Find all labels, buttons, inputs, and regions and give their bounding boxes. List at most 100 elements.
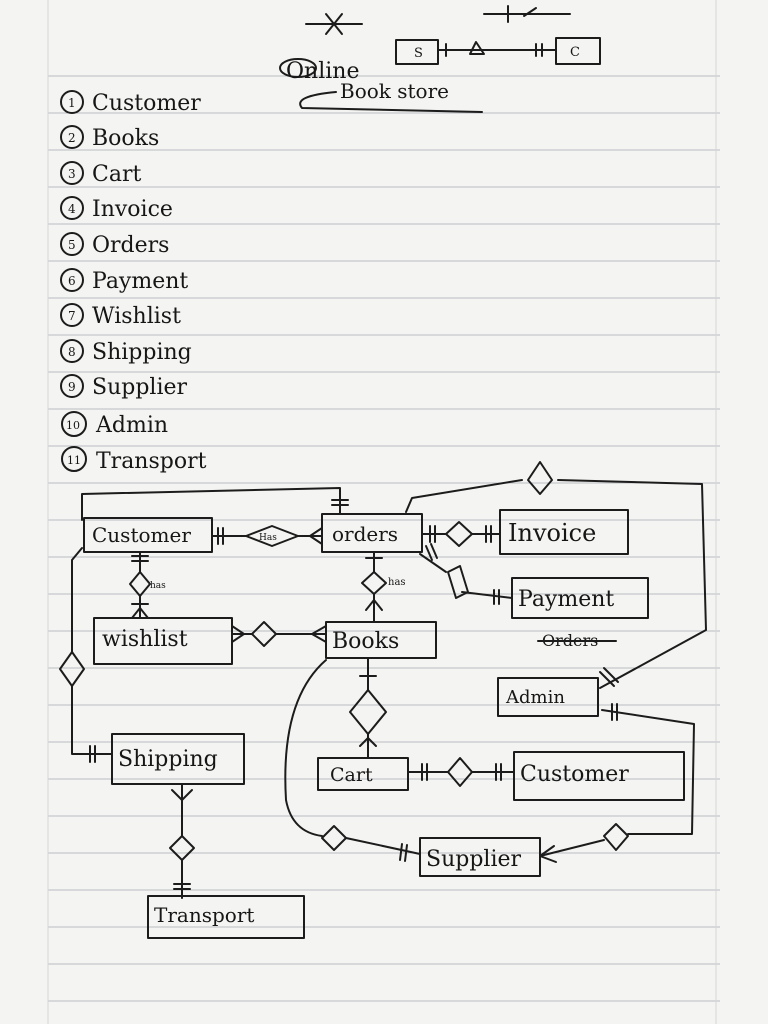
list-item-label: Invoice: [92, 197, 173, 222]
relationship-diamond: [169, 835, 195, 861]
notation-s: S: [414, 46, 423, 61]
list-item: 5 Orders: [60, 232, 169, 258]
number-badge: [60, 303, 84, 327]
list-item: 7 Wishlist: [60, 303, 181, 329]
entity-label: Admin: [505, 687, 565, 708]
relationship-has-diamond: [245, 525, 299, 547]
entity-label: Shipping: [118, 747, 218, 772]
entity-cart: Cart: [317, 757, 409, 791]
relationship-diamond: [129, 571, 151, 597]
list-item-label: Payment: [92, 269, 188, 294]
svg-text:3: 3: [68, 167, 76, 181]
relationship-diamond: [251, 621, 277, 647]
entity-list: 1 Customer 2 Books 3 Cart 4 Invoice 5 Or…: [60, 90, 207, 474]
connections: [71, 479, 707, 899]
svg-text:6: 6: [68, 274, 76, 288]
entity-transport: Transport: [147, 895, 305, 939]
relationship-has-label: Has: [259, 533, 277, 543]
entity-label: Customer: [520, 762, 629, 787]
number-badge: [61, 446, 87, 472]
svg-text:7: 7: [68, 309, 76, 323]
number-badge: [60, 161, 84, 185]
list-item: 2 Books: [60, 125, 159, 151]
list-item-label: Wishlist: [92, 304, 181, 329]
list-item-label: Customer: [92, 91, 201, 116]
relationship-diamond: [527, 461, 553, 495]
entity-label: Customer: [92, 523, 191, 547]
entity-books: Books: [325, 621, 437, 659]
relationship-diamond: [603, 823, 629, 851]
entity-wishlist: wishlist: [93, 617, 233, 665]
entities: Customer orders Invoice Payment Orders w…: [83, 509, 685, 939]
entity-label: wishlist: [102, 627, 188, 652]
list-item: 8 Shipping: [60, 339, 192, 365]
entity-customer: Customer: [83, 517, 213, 553]
list-item: 6 Payment: [60, 268, 188, 294]
entity-orders: orders: [321, 513, 423, 553]
list-item-label: Books: [92, 126, 159, 151]
list-item-label: Supplier: [92, 375, 187, 400]
relationship-diamond: [349, 689, 387, 735]
list-item: 11 Transport: [61, 446, 207, 474]
entity-label: Supplier: [426, 847, 521, 872]
title-line-2: Book store: [340, 79, 449, 103]
entity-label: Payment: [518, 587, 614, 612]
number-badge: [60, 90, 84, 114]
relationship-diamond: [447, 757, 473, 787]
title-underline: [299, 91, 483, 113]
notation-box-c: [555, 37, 601, 65]
entity-payment: Payment: [511, 577, 649, 619]
relationship-has-label: has: [150, 581, 166, 591]
number-badge: [60, 196, 84, 220]
title-loop: [279, 58, 317, 78]
svg-text:11: 11: [67, 454, 81, 467]
list-item-label: Transport: [96, 449, 207, 474]
svg-text:1: 1: [68, 96, 76, 110]
entity-label: Transport: [154, 903, 254, 927]
notation-box-s: [395, 39, 439, 65]
relationship-diamond: [445, 521, 473, 547]
svg-text:2: 2: [68, 131, 76, 145]
svg-text:8: 8: [68, 345, 76, 359]
entity-label: Cart: [330, 764, 373, 786]
entity-supplier: Supplier: [419, 837, 541, 877]
notation-sketch: S C: [305, 5, 601, 65]
relationship-diamond: [59, 651, 85, 687]
svg-text:9: 9: [68, 380, 76, 394]
svg-text:10: 10: [66, 419, 80, 432]
number-badge: [60, 268, 84, 292]
list-item-label: Cart: [92, 162, 141, 187]
list-item-label: Admin: [95, 413, 168, 438]
svg-text:5: 5: [68, 238, 76, 252]
list-item: 4 Invoice: [60, 196, 173, 222]
relationship-diamond: [447, 565, 469, 599]
struck-text: Orders: [537, 631, 617, 650]
relationships: Has has has: [59, 461, 629, 861]
list-item: 10 Admin: [61, 411, 168, 438]
entity-invoice: Invoice: [499, 509, 629, 555]
number-badge: [60, 232, 84, 256]
number-badge: [60, 125, 84, 149]
notation-c: C: [570, 45, 580, 60]
list-item: 3 Cart: [60, 161, 141, 187]
title-line-1: Online: [286, 59, 359, 84]
entity-shipping: Shipping: [111, 733, 245, 785]
list-item-label: Shipping: [92, 340, 192, 365]
number-badge: [60, 339, 84, 363]
relationship-diamond: [361, 571, 387, 595]
list-item: 9 Supplier: [60, 374, 187, 400]
entity-label: orders: [332, 522, 398, 546]
relationship-diamond: [321, 825, 347, 851]
list-item-label: Orders: [92, 233, 169, 258]
triangle-icon: [469, 41, 485, 55]
entity-label: Books: [332, 629, 399, 654]
list-item: 1 Customer: [60, 90, 201, 116]
number-badge: [61, 411, 87, 437]
entity-label: Invoice: [508, 519, 596, 547]
page-title: Online Book store: [279, 58, 483, 113]
number-badge: [60, 374, 84, 398]
entity-customer-2: Customer: [513, 751, 685, 801]
entity-admin: Admin: [497, 677, 599, 717]
